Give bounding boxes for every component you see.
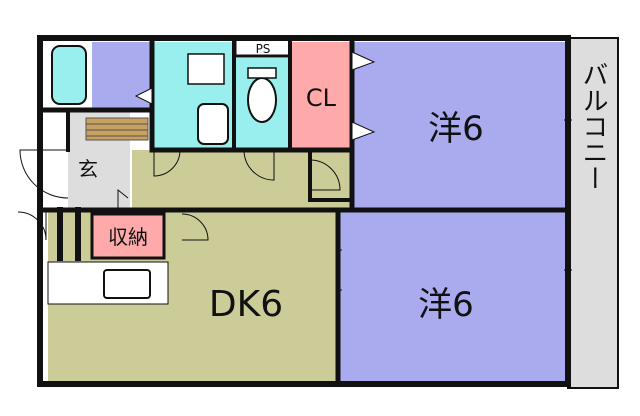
- toilet-icon: [247, 77, 277, 123]
- sliding-door-markers: [134, 51, 572, 291]
- closet-floor: [292, 42, 350, 150]
- western-room-2-label: 洋6: [418, 285, 474, 325]
- toilet-tank-icon: [247, 67, 277, 79]
- bathtub-icon: [51, 45, 87, 105]
- western-room-2-floor: [340, 212, 566, 382]
- washing-machine-icon: [187, 53, 225, 85]
- entrance-step: [85, 117, 149, 141]
- kitchen-sink-icon: [103, 269, 151, 299]
- western-room-1-label: 洋6: [428, 109, 484, 149]
- pipe-space-label: PS: [256, 42, 271, 56]
- storage-label: 収納: [108, 225, 148, 249]
- balcony-label: バルコニー: [578, 61, 608, 191]
- walls: [37, 35, 571, 387]
- western-room-1-floor: [352, 42, 566, 208]
- washbasin-icon: [197, 103, 229, 145]
- door-swings: [17, 149, 341, 241]
- entrance-label: 玄: [78, 157, 98, 181]
- balcony-area: [567, 37, 619, 389]
- storage-floor: [92, 214, 164, 258]
- dining-kitchen-label: DK6: [209, 284, 283, 325]
- closet-label: CL: [306, 84, 337, 112]
